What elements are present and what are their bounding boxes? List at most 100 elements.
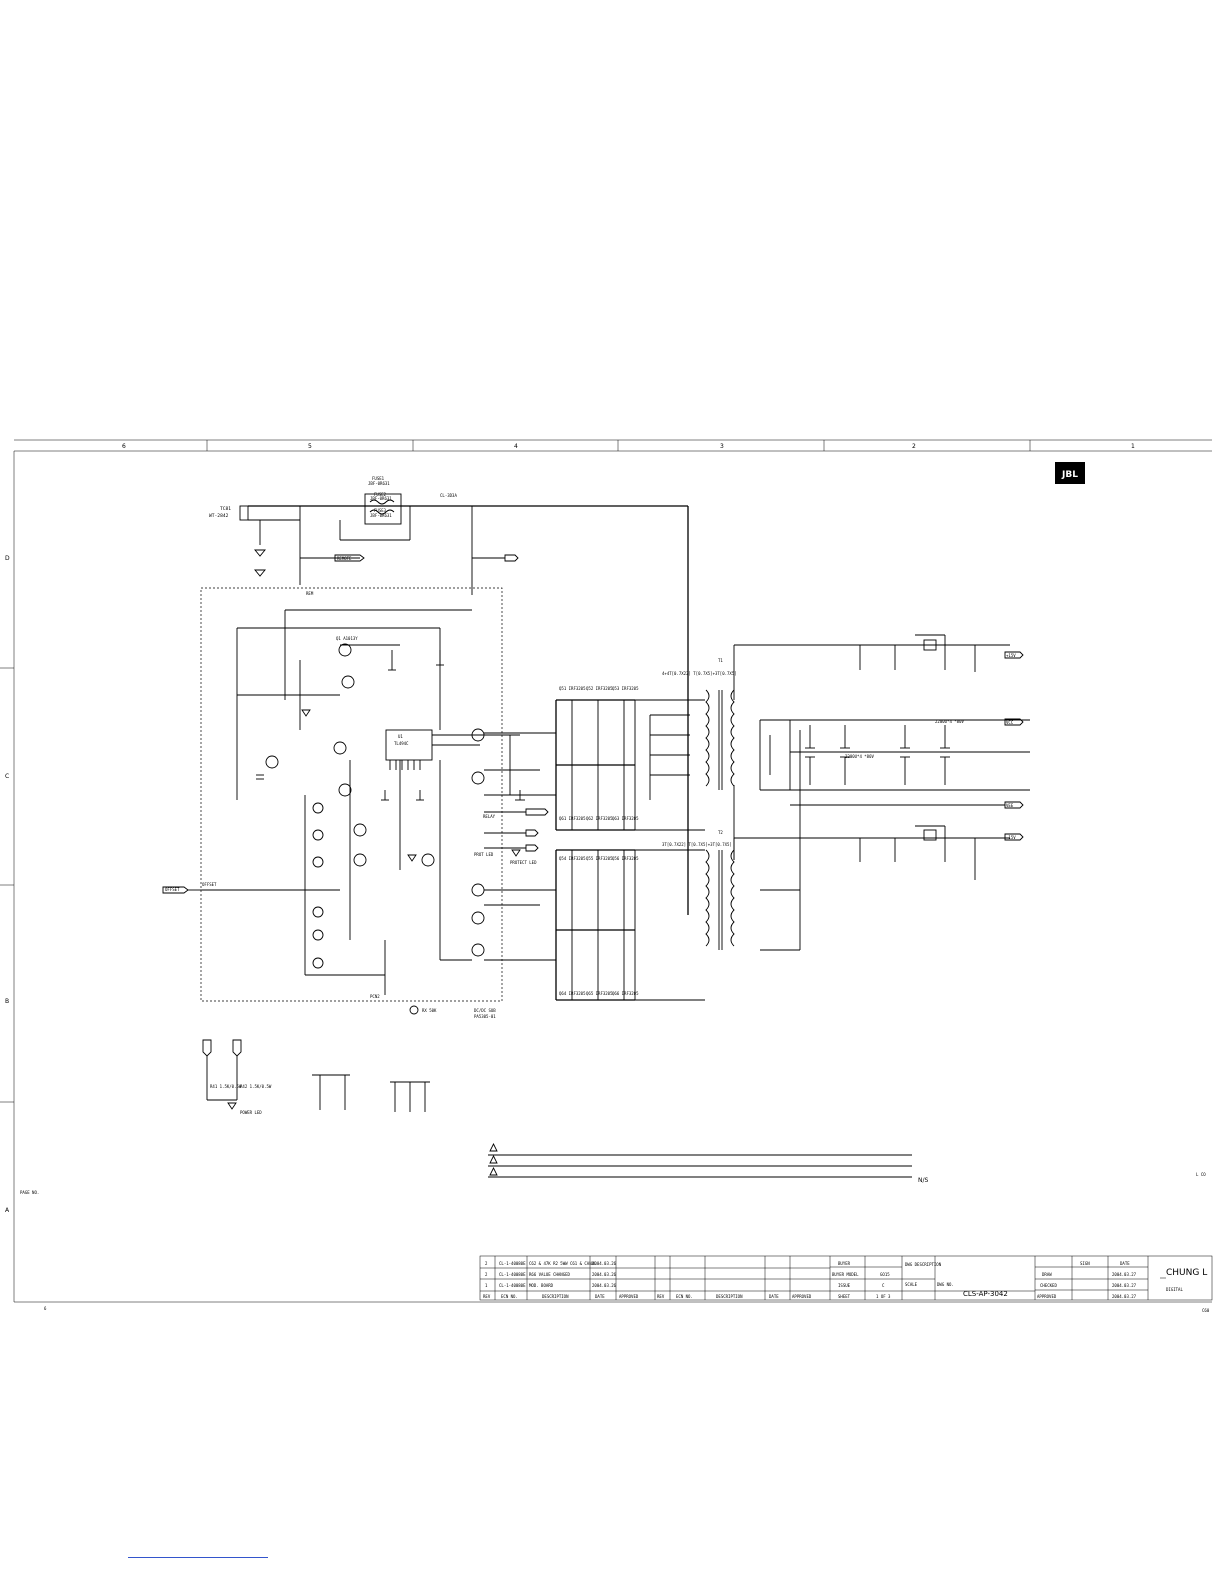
prot-led-label: PROT LED [474,852,494,857]
input-section: TC81 WT-2842 FUSE1 JBF-0R631 FUSE2 JBF-0… [209,476,688,595]
power-led-label: POWER LED [240,1110,262,1115]
driver-section: RELAY PROT LED PROTECT LED [439,728,556,961]
svg-text:JBL: JBL [1061,470,1078,480]
zone-col-2: 2 [912,443,916,450]
minus15-tag: -15V [1006,835,1016,840]
hdr-desc: DESCRIPTION [542,1294,569,1299]
zone-row-d: D [5,555,10,562]
page-no-label: PAGE NO. [20,1190,39,1195]
company-name: CHUNG L [1166,1268,1207,1278]
q64: Q64 IRF3205 [559,991,586,996]
hdr-desc-2: DESCRIPTION [716,1294,743,1299]
fuse3-label: FUSE3 [374,508,387,513]
tc81-part: WT-2842 [209,513,229,519]
buyer-model-label: BUYER MODEL [832,1272,859,1277]
t1-spec: 4+4T[0.7X22] T[0.7X5]+3T[0.7X5] [662,671,737,676]
offset-label: OFFSET [202,882,217,887]
hdr-ecn: ECN NO. [501,1294,518,1299]
ns-note: N/S [918,1177,929,1184]
fuse1-label: FUSE1 [372,476,385,481]
checked-date: 2004.03.27 [1112,1283,1137,1288]
q62: Q62 IRF3205 [586,816,613,821]
transformer-t1: T1 4+4T[0.7X22] T[0.7X5]+3T[0.7X5] [662,506,1010,915]
q56: Q56 IRF3205 [612,856,639,861]
jbl-logo: JBL [1055,462,1085,484]
zone-col-4: 4 [514,443,518,450]
u1-name: U1 [398,734,403,739]
q66: Q66 IRF3205 [612,991,639,996]
checked-label: CHECKED [1040,1283,1057,1288]
right-edge-mark-1: L CO [1196,1172,1206,1177]
draw-label: DRAW [1042,1272,1052,1277]
rx-label: RX 50K [422,1008,437,1013]
zone-row-a: A [5,1207,10,1214]
plus15-tag: +15V [1006,653,1016,658]
transformer-t2: T2 3T[0.7X22] T[0.7X5]+3T[0.7X5] [662,830,1010,950]
issue-label: ISSUE [838,1283,851,1288]
cap-vee-spec: 2200U*4 *80V [935,719,964,724]
vee-tag: VEE [1006,803,1014,808]
t1-label: T1 [718,658,723,663]
sub-part: PA5305-01 [474,1014,496,1019]
bottom-link-underline[interactable] [128,1557,268,1558]
sheet-value: 1 OF 3 [876,1294,891,1299]
rev-row-3-ecn: CL-1-40080E [499,1283,526,1288]
rev-row-3-rev: 1 [485,1283,488,1288]
q52: Q52 IRF3205 [586,686,613,691]
issue-value: C [882,1283,885,1288]
hdr-approved: APPROVED [619,1294,639,1299]
r42-label: R42 1.5K/0.5W [240,1084,272,1089]
zone-column-labels: 6 5 4 3 2 1 [122,443,1135,450]
u1-part: TL494C [394,741,409,746]
hdr-date-2: DATE [769,1294,779,1299]
draw-date: 2004.03.27 [1112,1272,1137,1277]
sub-label: DC/DC SUB [474,1008,496,1013]
right-edge-mark-2: C60 [1202,1308,1210,1313]
rev-row-2-ecn: CL-1-40080E [499,1272,526,1277]
r41-label: R41 1.5K/0.5W [210,1084,242,1089]
relay-tag: RELAY [483,814,496,819]
scale-label: SCALE [905,1282,918,1287]
q53: Q53 IRF3205 [612,686,639,691]
tc81-label: TC81 [220,506,231,512]
t2-label: T2 [718,830,723,835]
rev-row-1-date: 2004.03.26 [592,1261,617,1266]
zone-col-3: 3 [720,443,724,450]
hdr-ecn-2: ECN NO. [676,1294,693,1299]
hdr-approved-2: APPROVED [792,1294,812,1299]
buyer-label: BUYER [838,1261,851,1266]
approved-label: APPROVED [1037,1294,1057,1299]
rev-row-3-desc: MOD. BOARD [529,1283,554,1288]
protect-led-label: PROTECT LED [510,860,537,865]
rev-row-1-desc: C62 & 47K R2 5WW C61 & CANAL [529,1261,597,1266]
sheet-label: SHEET [838,1294,851,1299]
mosfet-bank-lower: Q54 IRF3205 Q55 IRF3205 Q56 IRF3205 Q64 … [555,849,705,1001]
zone-col-5: 5 [308,443,312,450]
rev-row-2-rev: 2 [485,1272,488,1277]
dwg-desc-label: DWG DESCRIPTION [905,1262,942,1267]
dwg-no-value: CLS-AP-3042 [963,1290,1008,1298]
rev-row-1-rev: 2 [485,1261,488,1266]
q51: Q51 IRF3205 [559,686,586,691]
t2-spec: 3T[0.7X22] T[0.7X5]+3T[0.7X5] [662,842,732,847]
q63: Q63 IRF3205 [612,816,639,821]
svg-text:OFFSET: OFFSET [165,887,180,892]
approved-date: 2004.03.27 [1112,1294,1137,1299]
title-block: 2 CL-1-40080E C62 & 47K R2 5WW C61 & CAN… [479,1255,1213,1301]
zone-row-c: C [5,773,9,780]
pcn-label: PCN2 [370,994,380,999]
zone-row-labels: D C B A [5,555,10,1214]
rem-label: REM [306,591,314,596]
sheet-frame [0,439,1212,1303]
fuse3-part: JBF-0R631 [370,513,392,518]
cap-main: 2200U*4 *80V [845,754,874,759]
power-led-section: R41 1.5K/0.5W R42 1.5K/0.5W POWER LED [202,1039,430,1115]
date-label: DATE [1120,1261,1130,1266]
buyer-model-value: GO15 [880,1272,890,1277]
q61: Q61 IRF3205 [559,816,586,821]
dc-dc-sub-board: REM DC/DC SUB PA5305-01 PCN2 RX 50K U1 T… [200,587,520,1019]
rev-row-2-desc: R66 VALUE CHANGED [529,1272,571,1277]
fuse1-part: JBF-0R631 [368,481,390,486]
zone-row-b: B [5,998,9,1005]
